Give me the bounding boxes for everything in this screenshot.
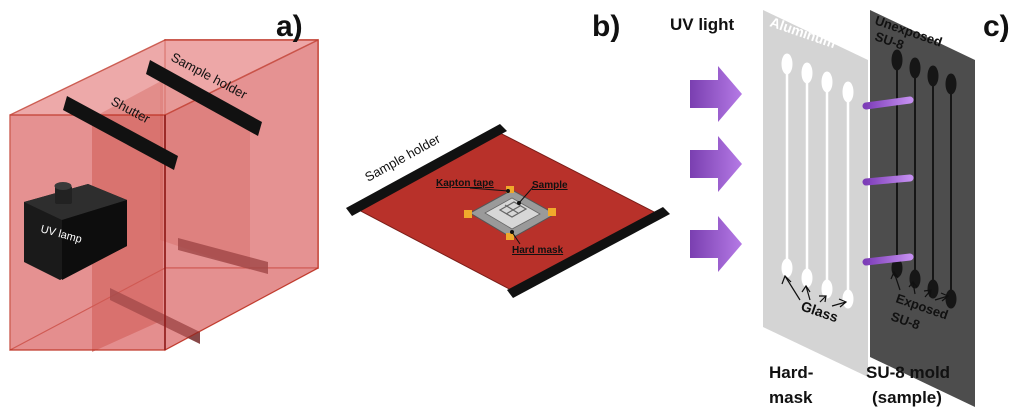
sample-leader — [518, 185, 535, 204]
mask-channels — [781, 53, 854, 309]
kapton-leader — [469, 187, 509, 192]
clamp-top — [346, 124, 507, 216]
panel-c-label: c) — [983, 10, 1010, 43]
uv-light-label: UV light — [670, 15, 735, 34]
kapton-tab — [464, 210, 472, 218]
sample-pattern — [498, 201, 528, 218]
uv-arrow — [690, 216, 742, 272]
sample-holder-bar — [146, 60, 262, 136]
hardmask-label-1: Hard- — [769, 363, 813, 382]
kapton-dot — [506, 189, 510, 193]
kapton-tab — [548, 208, 556, 216]
sample-label: Sample — [532, 180, 568, 191]
holder-plate — [160, 80, 250, 270]
sample-plate — [484, 197, 541, 230]
panel-c: UV light — [670, 10, 1010, 407]
hardmask-dot — [510, 230, 514, 234]
uv-rod — [862, 96, 914, 110]
mold-label-2: (sample) — [872, 388, 942, 407]
clamp-bottom — [507, 207, 670, 298]
hardmask-leader — [511, 231, 521, 245]
su8-plate — [870, 10, 975, 407]
su8-channels — [891, 49, 957, 309]
uv-arrow — [690, 66, 742, 122]
panel-a-label: a) — [276, 10, 303, 43]
rail-right — [178, 238, 268, 274]
hard-mask-label: Hard mask — [512, 245, 564, 256]
uv-arrow — [690, 136, 742, 192]
glass-pointers — [781, 274, 848, 308]
exposed-pointers — [890, 270, 950, 302]
uv-rod — [862, 253, 914, 266]
sample-dot — [517, 201, 521, 205]
kapton-tape-label: Kapton tape — [436, 178, 494, 189]
aluminum-mask — [763, 10, 868, 377]
kapton-tab — [506, 186, 514, 193]
panel-a: Sample holder Shutter UV lamp a) — [9, 10, 319, 352]
mold-label-1: SU-8 mold — [866, 363, 950, 382]
panel-b-label: b) — [592, 10, 620, 43]
shutter-bar — [63, 96, 178, 170]
uv-rod — [862, 174, 914, 186]
kapton-tab — [506, 233, 514, 240]
hardmask-label-2: mask — [769, 388, 813, 407]
panel-b: Sample holder Kapton tape Sample Hard ma… — [346, 10, 670, 298]
uv-lamp — [24, 182, 127, 280]
